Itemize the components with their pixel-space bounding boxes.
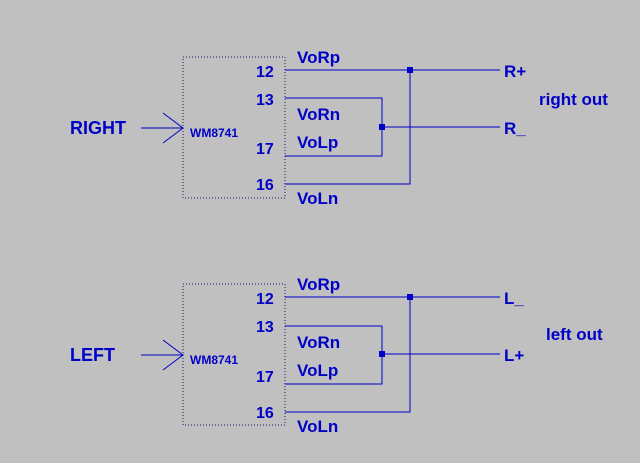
left-pin-16: 16 bbox=[256, 405, 274, 422]
right-pin-12: 12 bbox=[256, 64, 274, 81]
right-channel: RIGHT WM8741 12 13 17 16 VoRp VoRn VoLp … bbox=[70, 48, 608, 208]
right-output-minus: R_ bbox=[504, 119, 526, 138]
left-pin-12: 12 bbox=[256, 291, 274, 308]
left-channel: LEFT WM8741 12 13 17 16 VoRp VoRn VoLp V… bbox=[70, 275, 603, 436]
right-net-vorp: VoRp bbox=[297, 48, 340, 67]
right-pin-13: 13 bbox=[256, 92, 274, 109]
left-chip-box bbox=[182, 283, 286, 426]
left-junction-mid bbox=[379, 351, 385, 357]
right-input-arrow-head bbox=[162, 112, 184, 144]
left-junction-top bbox=[407, 294, 413, 300]
right-input-label: RIGHT bbox=[70, 118, 126, 138]
left-out-label: left out bbox=[546, 325, 603, 344]
right-net-voln: VoLn bbox=[297, 189, 338, 208]
right-junction-mid bbox=[379, 124, 385, 130]
right-output-plus: R+ bbox=[504, 62, 526, 81]
right-pin-17: 17 bbox=[256, 141, 274, 158]
left-output-plus: L+ bbox=[504, 346, 524, 365]
left-net-vorp: VoRp bbox=[297, 275, 340, 294]
left-pin-13: 13 bbox=[256, 319, 274, 336]
left-pin-17: 17 bbox=[256, 369, 274, 386]
left-net-vorn: VoRn bbox=[297, 333, 340, 352]
right-pin-16: 16 bbox=[256, 177, 274, 194]
left-net-volp: VoLp bbox=[297, 361, 338, 380]
left-input-label: LEFT bbox=[70, 345, 115, 365]
left-net-voln: VoLn bbox=[297, 417, 338, 436]
right-chip-box bbox=[182, 56, 286, 199]
right-wire-voln bbox=[285, 70, 411, 185]
left-output-minus: L_ bbox=[504, 289, 524, 308]
left-chip-label: WM8741 bbox=[190, 353, 238, 367]
right-chip-label: WM8741 bbox=[190, 126, 238, 140]
right-net-volp: VoLp bbox=[297, 133, 338, 152]
right-net-vorn: VoRn bbox=[297, 105, 340, 124]
left-wire-voln bbox=[285, 297, 411, 413]
right-out-label: right out bbox=[539, 90, 608, 109]
left-input-arrow-head bbox=[162, 339, 184, 371]
right-junction-top bbox=[407, 67, 413, 73]
